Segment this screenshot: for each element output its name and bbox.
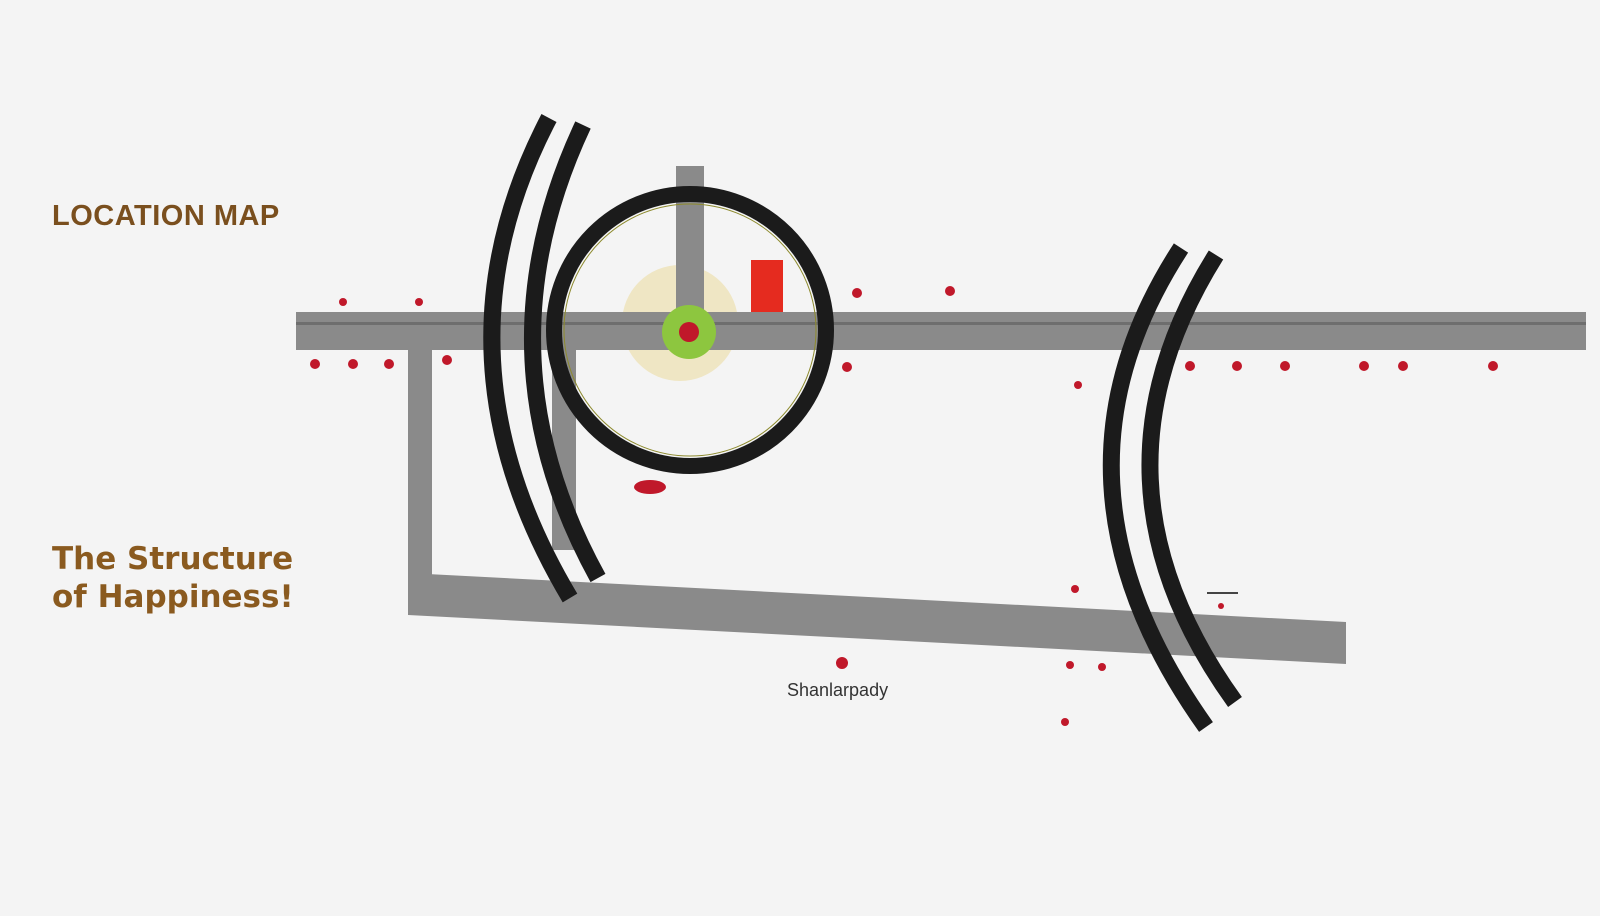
map-pin-icon [348,359,358,369]
central-ring-road [546,186,834,474]
map-pin-icon [836,657,848,669]
map-pin-icon [1098,663,1106,671]
map-pin-icon [1074,381,1082,389]
ring-road-right-outer [1102,243,1213,732]
landmark-label-shanlarpady: Shanlarpady [787,680,888,700]
site-target-icon [662,305,716,359]
ring-road-left-inner [524,121,606,583]
west-connector-road [408,350,432,615]
map-pin-icon [1061,718,1069,726]
map-pin-icon [634,480,666,494]
map-pin-icon [852,288,862,298]
central-ring-road-edge [563,203,817,457]
map-pin-icon [842,362,852,372]
map-pin-icon [415,298,423,306]
map-pin-icon [310,359,320,369]
ring-road-right-inner [1141,250,1242,707]
map-pin-icon [1398,361,1408,371]
main-highway-lane [296,322,1586,325]
tagline-line-2: of Happiness! [52,579,294,615]
map-pin-icon [442,355,452,365]
map-pin-icon [384,359,394,369]
map-pin-icon [1488,361,1498,371]
map-pin-icon [1071,585,1079,593]
map-pin-icon [1218,603,1224,609]
map-pin-icon [1232,361,1242,371]
map-pin-icon [945,286,955,296]
tagline: The Structure of Happiness! [52,540,294,616]
site-badge [751,260,783,312]
page-title: LOCATION MAP [52,200,280,232]
map-pin-icon [1280,361,1290,371]
map-pin-icon [1359,361,1369,371]
tagline-line-1: The Structure [52,541,294,577]
map-pin-icon [1066,661,1074,669]
main-highway [296,312,1586,350]
south-road [408,573,1346,664]
map-pin-icon [339,298,347,306]
map-pin-icon [1185,361,1195,371]
ring-road-left-outer [483,114,578,603]
